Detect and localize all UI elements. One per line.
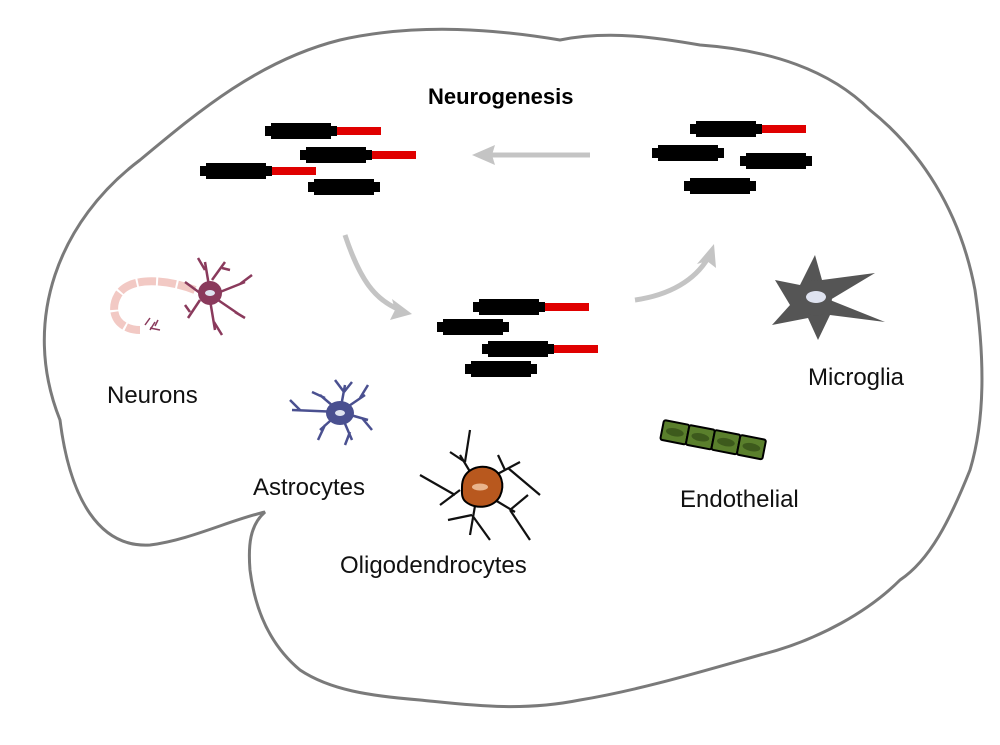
red-tag xyxy=(337,127,381,135)
dna-bar xyxy=(465,361,537,377)
dna-bar xyxy=(482,341,598,357)
red-tag xyxy=(272,167,316,175)
red-tag xyxy=(372,151,416,159)
red-tag xyxy=(554,345,598,353)
label-microglia: Microglia xyxy=(808,364,905,391)
astrocyte-icon xyxy=(289,379,373,446)
dna-bar xyxy=(652,145,724,161)
oligodendrocyte-icon xyxy=(419,429,541,541)
label-astrocytes: Astrocytes xyxy=(253,474,366,501)
red-tag xyxy=(762,125,806,133)
dna-bar xyxy=(740,153,812,169)
red-tag xyxy=(545,303,589,311)
microglia-icon xyxy=(772,255,885,340)
dna-bar xyxy=(684,178,756,194)
label-neurons: Neurons xyxy=(107,382,198,409)
dna-bar xyxy=(265,123,381,139)
dna-bar xyxy=(308,179,380,195)
label-endothelial: Endothelial xyxy=(680,486,799,513)
dna-bar xyxy=(200,163,316,179)
arrow-up-curve xyxy=(634,244,716,303)
arrow-down-curve xyxy=(342,234,412,320)
dna-bar xyxy=(437,319,509,335)
label-oligodendrocytes: Oligodendrocytes xyxy=(340,552,527,579)
brain-outline xyxy=(42,27,984,709)
dna-bars xyxy=(200,121,812,377)
endothelial-icon xyxy=(659,419,767,461)
dna-bar xyxy=(473,299,589,315)
neuron-icon xyxy=(110,257,253,336)
dna-bar xyxy=(690,121,806,137)
title-neurogenesis: Neurogenesis xyxy=(428,84,574,109)
dna-bar xyxy=(300,147,416,163)
arrow-left xyxy=(472,145,590,165)
